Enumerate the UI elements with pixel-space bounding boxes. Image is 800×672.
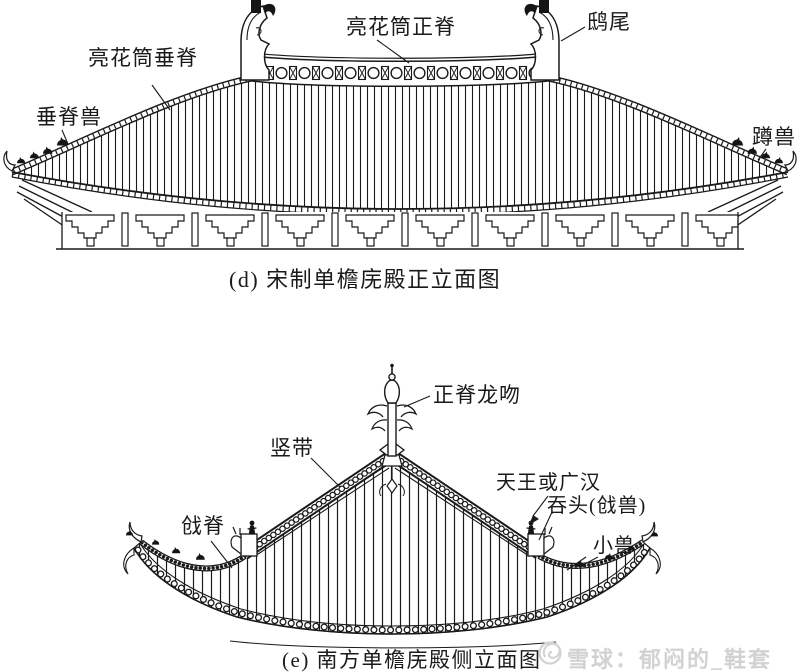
caption-figure-d: (d) 宋制单檐庑殿正立面图 <box>229 267 502 292</box>
label-main-ridge: 亮花筒正脊 <box>346 15 456 39</box>
label-small-beasts: 小兽 <box>593 535 635 557</box>
wing-tip-curls <box>123 521 661 575</box>
figure-e-drawing <box>123 363 661 649</box>
label-vertical-band: 竖带 <box>270 436 314 460</box>
label-main-ridge-dragon-kiss: 正脊龙吻 <box>433 383 521 407</box>
apex-pendant <box>254 462 530 557</box>
corner-ornaments-front <box>3 150 797 234</box>
hip-ridge-bands <box>10 74 790 176</box>
bracket-row <box>56 212 744 250</box>
watermark-text: 雪球：郁闷的_鞋套 <box>567 647 773 672</box>
main-ridge-band <box>251 52 549 87</box>
label-owl-tail: 鸱尾 <box>587 10 631 34</box>
ridge-finial <box>366 363 418 467</box>
xueqiu-logo-icon <box>538 641 562 665</box>
label-crouching-beast: 蹲兽 <box>752 125 796 149</box>
label-swallow-head: 吞头(戗兽) <box>547 495 647 517</box>
roof-surface-front <box>12 78 788 209</box>
label-corner-ridge: 戗脊 <box>181 514 225 538</box>
label-hip-ridge-beast: 垂脊兽 <box>36 105 102 129</box>
label-hip-ridge: 亮花筒垂脊 <box>88 46 198 70</box>
figure-d-drawing <box>3 0 797 250</box>
eave-band-side <box>133 544 651 649</box>
leader-lines <box>61 26 767 571</box>
caption-figure-e: (e) 南方单檐庑殿侧立面图 <box>282 648 542 672</box>
label-heavenly-king: 天王或广汉 <box>496 472 601 494</box>
